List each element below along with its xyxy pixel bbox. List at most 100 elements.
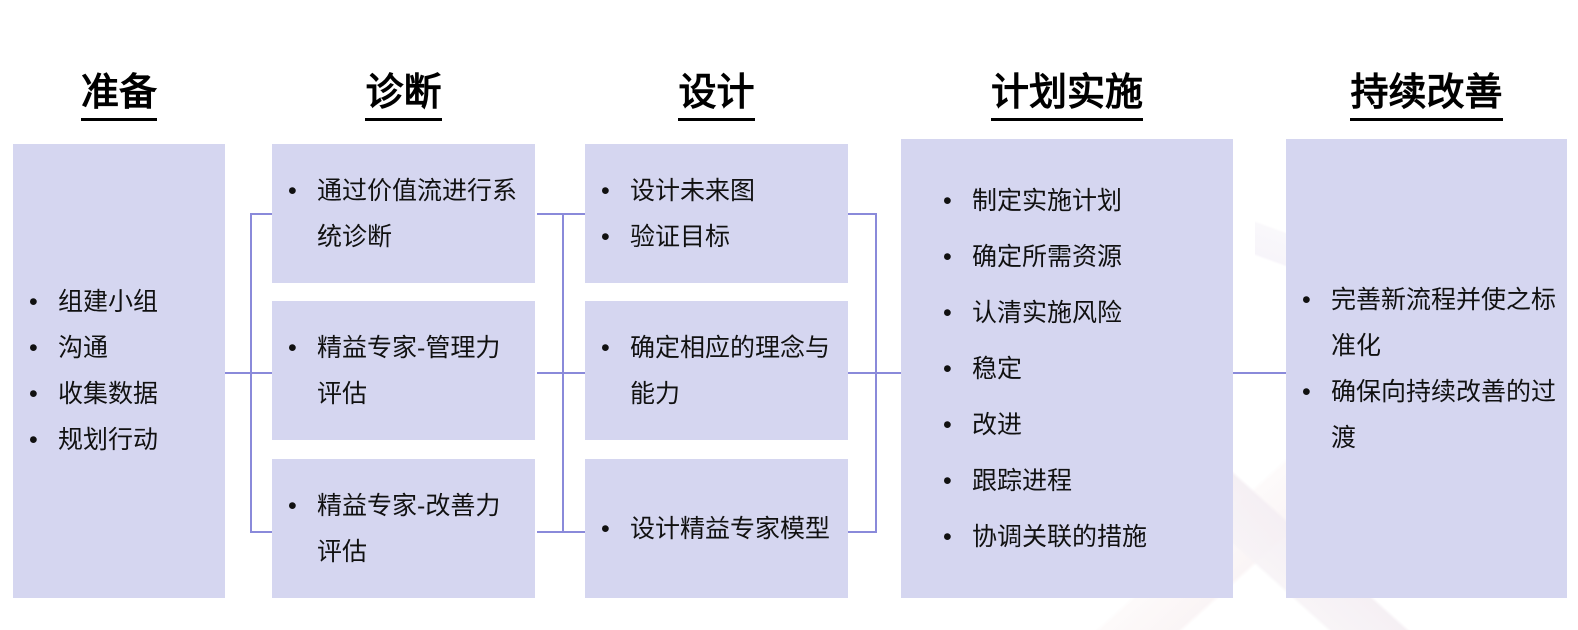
list-item: • 规划行动 <box>13 417 225 463</box>
bullet-list: • 确定相应的理念与能力 <box>585 325 848 417</box>
bullet-list: • 通过价值流进行系统诊断 <box>272 168 535 260</box>
list-item-text: 设计未来图 <box>630 176 756 205</box>
list-item-text: 通过价值流进行系统诊断 <box>317 176 518 251</box>
connector-plan-to-improve <box>1233 372 1288 374</box>
bullet-icon: • <box>29 334 38 362</box>
box-plan-implement-1[interactable]: • 制定实施计划 • 确定所需资源 • 认清实施风险 • 稳定 • 改进 • 跟… <box>901 139 1233 598</box>
box-diagnose-2[interactable]: • 精益专家-管理力评估 <box>272 301 535 440</box>
list-item-text: 跟踪进程 <box>972 466 1073 495</box>
list-item: • 沟通 <box>13 325 225 371</box>
bullet-icon: • <box>943 522 952 551</box>
list-item: • 精益专家-管理力评估 <box>272 325 535 417</box>
bullet-icon: • <box>288 333 297 362</box>
bullet-icon: • <box>943 354 952 383</box>
list-item-text: 确定所需资源 <box>972 242 1123 271</box>
bullet-icon: • <box>943 298 952 327</box>
list-item-text: 精益专家-管理力评估 <box>317 333 501 408</box>
list-item-text: 改进 <box>972 410 1023 439</box>
connector-diagnose-to-design-branch <box>537 372 585 374</box>
connector-design-to-plan-branch <box>848 372 876 374</box>
bullet-icon: • <box>943 242 952 271</box>
list-item-text: 组建小组 <box>58 288 159 316</box>
bullet-icon: • <box>29 380 38 408</box>
box-design-2[interactable]: • 确定相应的理念与能力 <box>585 301 848 440</box>
list-item-text: 确定相应的理念与能力 <box>630 333 831 408</box>
list-item: • 认清实施风险 <box>927 285 1233 341</box>
bullet-icon: • <box>29 288 38 316</box>
list-item: • 跟踪进程 <box>927 453 1233 509</box>
bullet-list: • 组建小组 • 沟通 • 收集数据 • 规划行动 <box>13 279 225 463</box>
bullet-list: • 设计未来图 • 验证目标 <box>585 168 848 260</box>
column-header-plan-implement: 计划实施 <box>901 70 1233 121</box>
bullet-icon: • <box>943 466 952 495</box>
connector-design-to-plan-branch <box>848 531 876 533</box>
connector-diagnose-to-design-branch <box>537 213 585 215</box>
list-item-text: 认清实施风险 <box>972 298 1123 327</box>
column-header-continuous-improvement-label: 持续改善 <box>1350 70 1503 121</box>
bullet-list: • 完善新流程并使之标准化 • 确保向持续改善的过渡 <box>1286 277 1567 461</box>
connector-prepare-to-diagnose-branch <box>250 372 272 374</box>
list-item: • 验证目标 <box>585 214 848 260</box>
bullet-list: • 设计精益专家模型 <box>585 506 848 552</box>
column-header-diagnose: 诊断 <box>272 70 535 121</box>
list-item: • 稳定 <box>927 341 1233 397</box>
bullet-list: • 精益专家-管理力评估 <box>272 325 535 417</box>
column-header-prepare-label: 准备 <box>80 70 157 121</box>
box-continuous-improvement-1[interactable]: • 完善新流程并使之标准化 • 确保向持续改善的过渡 <box>1286 139 1567 598</box>
bullet-list: • 制定实施计划 • 确定所需资源 • 认清实施风险 • 稳定 • 改进 • 跟… <box>901 173 1233 565</box>
list-item-text: 稳定 <box>972 354 1023 383</box>
list-item: • 设计精益专家模型 <box>585 506 848 552</box>
bullet-icon: • <box>29 426 38 454</box>
bullet-icon: • <box>601 176 610 205</box>
bullet-icon: • <box>288 176 297 205</box>
list-item: • 制定实施计划 <box>927 173 1233 229</box>
column-header-diagnose-label: 诊断 <box>365 70 442 121</box>
column-header-design-label: 设计 <box>678 70 755 121</box>
bullet-icon: • <box>601 333 610 362</box>
bullet-icon: • <box>288 491 297 520</box>
box-prepare-1[interactable]: • 组建小组 • 沟通 • 收集数据 • 规划行动 <box>13 144 225 598</box>
box-diagnose-1[interactable]: • 通过价值流进行系统诊断 <box>272 144 535 283</box>
column-header-continuous-improvement: 持续改善 <box>1286 70 1567 121</box>
list-item-text: 完善新流程并使之标准化 <box>1331 285 1557 360</box>
column-header-plan-implement-label: 计划实施 <box>990 70 1143 121</box>
list-item: • 确保向持续改善的过渡 <box>1286 369 1567 461</box>
bullet-icon: • <box>1302 285 1311 314</box>
list-item: • 设计未来图 <box>585 168 848 214</box>
list-item: • 通过价值流进行系统诊断 <box>272 168 535 260</box>
list-item: • 完善新流程并使之标准化 <box>1286 277 1567 369</box>
list-item: • 确定所需资源 <box>927 229 1233 285</box>
list-item-text: 制定实施计划 <box>972 186 1123 215</box>
list-item: • 确定相应的理念与能力 <box>585 325 848 417</box>
box-design-1[interactable]: • 设计未来图 • 验证目标 <box>585 144 848 283</box>
box-diagnose-3[interactable]: • 精益专家-改善力评估 <box>272 459 535 598</box>
connector-prepare-to-diagnose-branch <box>250 213 272 215</box>
connector-design-to-plan-stub <box>875 372 903 374</box>
column-header-design: 设计 <box>585 70 848 121</box>
list-item-text: 收集数据 <box>58 380 159 408</box>
column-header-prepare: 准备 <box>13 70 225 121</box>
list-item: • 改进 <box>927 397 1233 453</box>
connector-prepare-to-diagnose-branch <box>250 531 272 533</box>
list-item: • 组建小组 <box>13 279 225 325</box>
connector-diagnose-to-design-branch <box>537 531 585 533</box>
list-item-text: 规划行动 <box>58 426 159 454</box>
connector-prepare-to-diagnose-stub <box>225 372 251 374</box>
list-item-text: 验证目标 <box>630 222 731 251</box>
list-item: • 收集数据 <box>13 371 225 417</box>
list-item-text: 沟通 <box>58 334 109 362</box>
list-item-text: 协调关联的措施 <box>972 522 1148 551</box>
list-item: • 协调关联的措施 <box>927 509 1233 565</box>
box-design-3[interactable]: • 设计精益专家模型 <box>585 459 848 598</box>
bullet-icon: • <box>601 514 610 543</box>
list-item-text: 确保向持续改善的过渡 <box>1331 377 1557 452</box>
bullet-icon: • <box>1302 377 1311 406</box>
bullet-icon: • <box>601 222 610 251</box>
list-item-text: 精益专家-改善力评估 <box>317 491 501 566</box>
bullet-icon: • <box>943 410 952 439</box>
bullet-list: • 精益专家-改善力评估 <box>272 483 535 575</box>
list-item: • 精益专家-改善力评估 <box>272 483 535 575</box>
bullet-icon: • <box>943 186 952 215</box>
connector-design-to-plan-branch <box>848 213 876 215</box>
